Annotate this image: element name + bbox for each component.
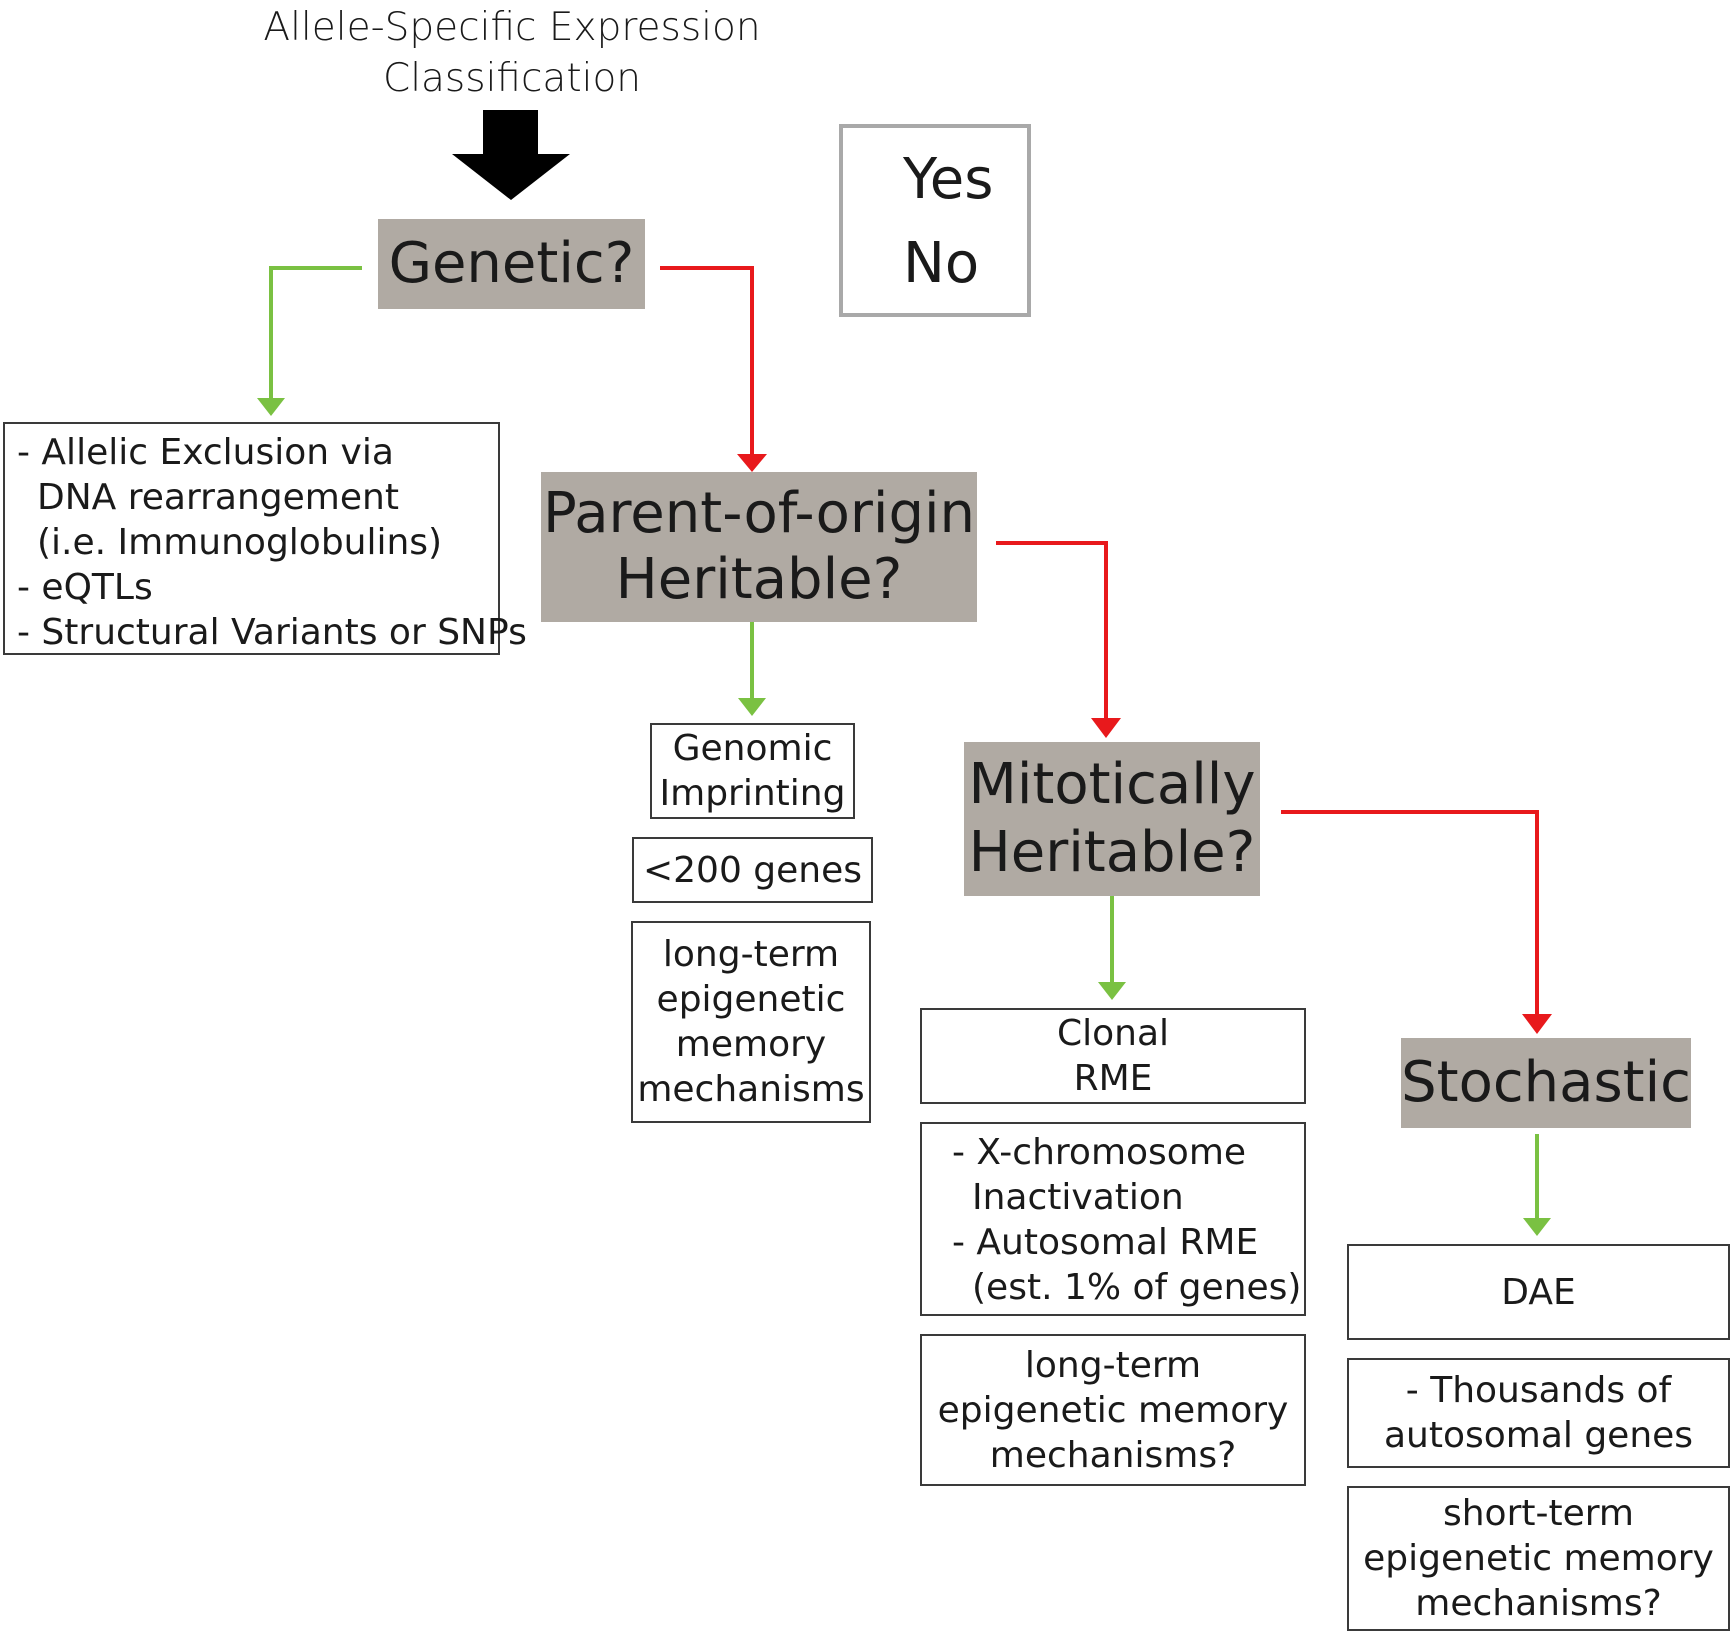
dae-label: DAE bbox=[1501, 1271, 1576, 1313]
clonal-example-line-2: Inactivation bbox=[972, 1177, 1184, 1218]
genetic-no-arrowhead bbox=[737, 454, 767, 472]
genetic-no-connector bbox=[660, 266, 754, 456]
parent-question-line-1: Parent-of-origin bbox=[542, 481, 976, 546]
genetic-outcome-line-1: - Allelic Exclusion via bbox=[17, 432, 394, 473]
mitotic-yes-arrowhead bbox=[1098, 982, 1126, 1000]
stochastic-mechanism-line-2: epigenetic memory bbox=[1363, 1538, 1714, 1579]
clonal-name-line-2: RME bbox=[1073, 1058, 1153, 1099]
clonal-mechanism-box: long-term epigenetic memory mechanisms? bbox=[920, 1334, 1306, 1486]
clonal-name-line-1: Clonal bbox=[1056, 1013, 1170, 1054]
stochastic-mechanism-line-1: short-term bbox=[1442, 1493, 1634, 1534]
legend: Yes No bbox=[839, 124, 1031, 317]
legend-no-label: No bbox=[903, 231, 980, 296]
clonal-example-line-3: - Autosomal RME bbox=[952, 1222, 1259, 1263]
parent-yes-arrowhead bbox=[738, 698, 766, 716]
mitotic-no-arrowhead bbox=[1522, 1014, 1552, 1034]
clonal-example-line-4: (est. 1% of genes) bbox=[972, 1267, 1302, 1308]
genetic-outcome-line-5: - Structural Variants or SNPs bbox=[17, 612, 527, 653]
mitotically-heritable-question-node: Mitotically Heritable? bbox=[964, 742, 1260, 896]
start-arrow bbox=[452, 110, 570, 200]
genetic-yes-connector bbox=[269, 266, 362, 400]
legend-yes-label: Yes bbox=[903, 147, 994, 212]
stochastic-node: Stochastic bbox=[1401, 1038, 1691, 1128]
clonal-mechanism-line-1: long-term bbox=[1024, 1344, 1202, 1386]
imprinting-mechanism-line-2: epigenetic bbox=[656, 979, 846, 1020]
clonal-example-line-1: - X-chromosome bbox=[952, 1132, 1247, 1173]
imprinting-mechanism-line-3: memory bbox=[675, 1024, 827, 1065]
title-line-1: Allele-Specific Expression bbox=[263, 5, 761, 50]
mitotic-question-line-1: Mitotically bbox=[968, 752, 1256, 817]
stochastic-mechanism-line-3: mechanisms? bbox=[1415, 1583, 1662, 1624]
imprinting-mechanism-line-4: mechanisms bbox=[637, 1069, 865, 1110]
parent-of-origin-question-node: Parent-of-origin Heritable? bbox=[541, 472, 977, 622]
clonal-rme-box: Clonal RME bbox=[920, 1008, 1306, 1104]
clonal-examples-box: - X-chromosome Inactivation - Autosomal … bbox=[920, 1122, 1306, 1316]
imprinting-name-line-1: Genomic bbox=[672, 728, 833, 769]
mitotic-question-line-2: Heritable? bbox=[968, 820, 1256, 885]
imprinting-name-line-2: Imprinting bbox=[659, 773, 846, 814]
mitotic-no-connector bbox=[1281, 810, 1539, 1016]
clonal-mechanism-line-2: epigenetic memory bbox=[937, 1389, 1289, 1431]
stochastic-example-line-1: - Thousands of bbox=[1405, 1370, 1672, 1411]
stochastic-example-line-2: autosomal genes bbox=[1383, 1415, 1694, 1456]
parent-no-arrowhead bbox=[1091, 718, 1121, 738]
stochastic-examples-box: - Thousands of autosomal genes bbox=[1347, 1358, 1730, 1468]
genetic-question-label: Genetic? bbox=[388, 231, 635, 296]
genetic-yes-arrowhead bbox=[257, 398, 285, 416]
parent-no-connector bbox=[996, 541, 1108, 720]
stochastic-yes-arrowhead bbox=[1523, 1218, 1551, 1236]
stochastic-label: Stochastic bbox=[1401, 1050, 1691, 1115]
genetic-question-node: Genetic? bbox=[378, 219, 645, 309]
dae-box: DAE bbox=[1347, 1244, 1730, 1340]
title-line-2: Classification bbox=[382, 56, 642, 101]
imprinting-gene-count-box: <200 genes bbox=[632, 837, 873, 903]
diagram-title: Allele-Specific Expression Classificatio… bbox=[180, 2, 844, 104]
genetic-outcome-line-4: - eQTLs bbox=[17, 567, 153, 608]
parent-question-line-2: Heritable? bbox=[615, 547, 903, 612]
imprinting-gene-count: <200 genes bbox=[642, 849, 863, 891]
genetic-outcome-box: - Allelic Exclusion via DNA rearrangemen… bbox=[3, 422, 527, 655]
genetic-outcome-line-3: (i.e. Immunoglobulins) bbox=[37, 522, 443, 563]
genetic-outcome-line-2: DNA rearrangement bbox=[37, 477, 399, 518]
stochastic-mechanism-box: short-term epigenetic memory mechanisms? bbox=[1347, 1486, 1730, 1631]
imprinting-mechanism-line-1: long-term bbox=[662, 934, 840, 975]
clonal-mechanism-line-3: mechanisms? bbox=[989, 1434, 1237, 1476]
genomic-imprinting-box: Genomic Imprinting bbox=[650, 723, 855, 819]
imprinting-mechanism-box: long-term epigenetic memory mechanisms bbox=[631, 921, 871, 1123]
